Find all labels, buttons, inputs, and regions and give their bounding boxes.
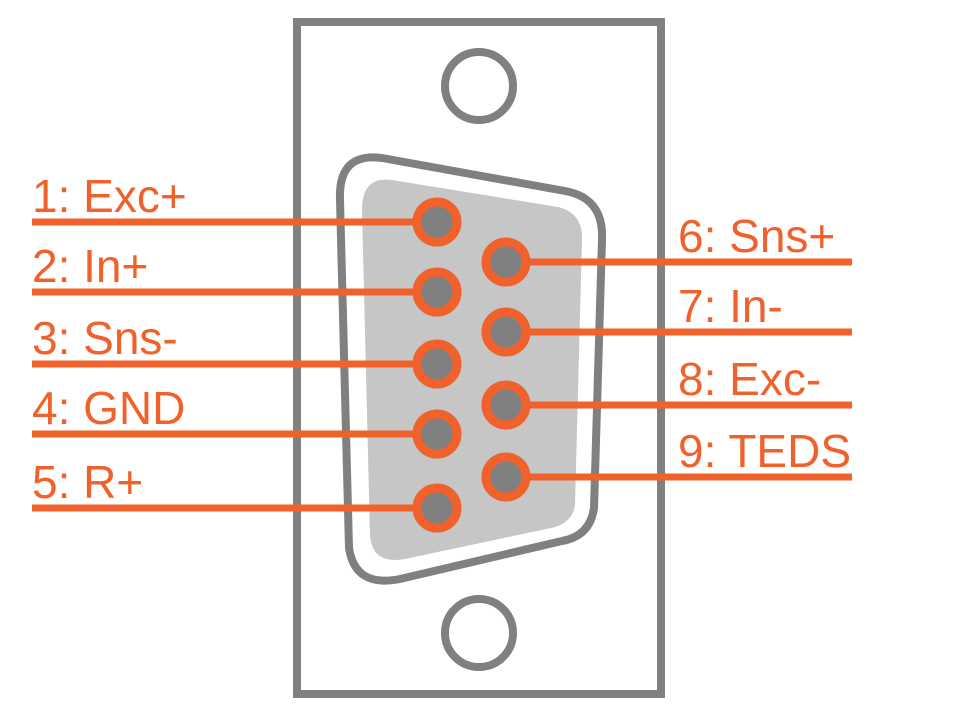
pin-2 xyxy=(412,267,462,317)
pin-9-label: 9: TEDS xyxy=(678,425,851,477)
pin-1-label: 1: Exc+ xyxy=(32,170,187,222)
pin-8-label: 8: Exc- xyxy=(678,353,821,405)
pin-1 xyxy=(412,197,462,247)
pin-3-label: 3: Sns- xyxy=(32,312,178,364)
pin-4 xyxy=(412,409,462,459)
pin-8 xyxy=(481,380,531,430)
pin-4-label: 4: GND xyxy=(32,382,185,434)
d-shell-insert xyxy=(362,179,583,561)
mounting-hole-top xyxy=(441,48,517,124)
pin-2-label: 2: In+ xyxy=(32,240,148,292)
pin-5-label: 5: R+ xyxy=(32,456,143,508)
pin-9 xyxy=(481,452,531,502)
pin-5 xyxy=(412,483,462,533)
mounting-hole-bottom xyxy=(441,595,517,671)
pin-6 xyxy=(481,237,531,287)
pin-7-label: 7: In- xyxy=(678,280,783,332)
pin-6-label: 6: Sns+ xyxy=(678,210,835,262)
pin-3 xyxy=(412,339,462,389)
pin-7 xyxy=(481,307,531,357)
